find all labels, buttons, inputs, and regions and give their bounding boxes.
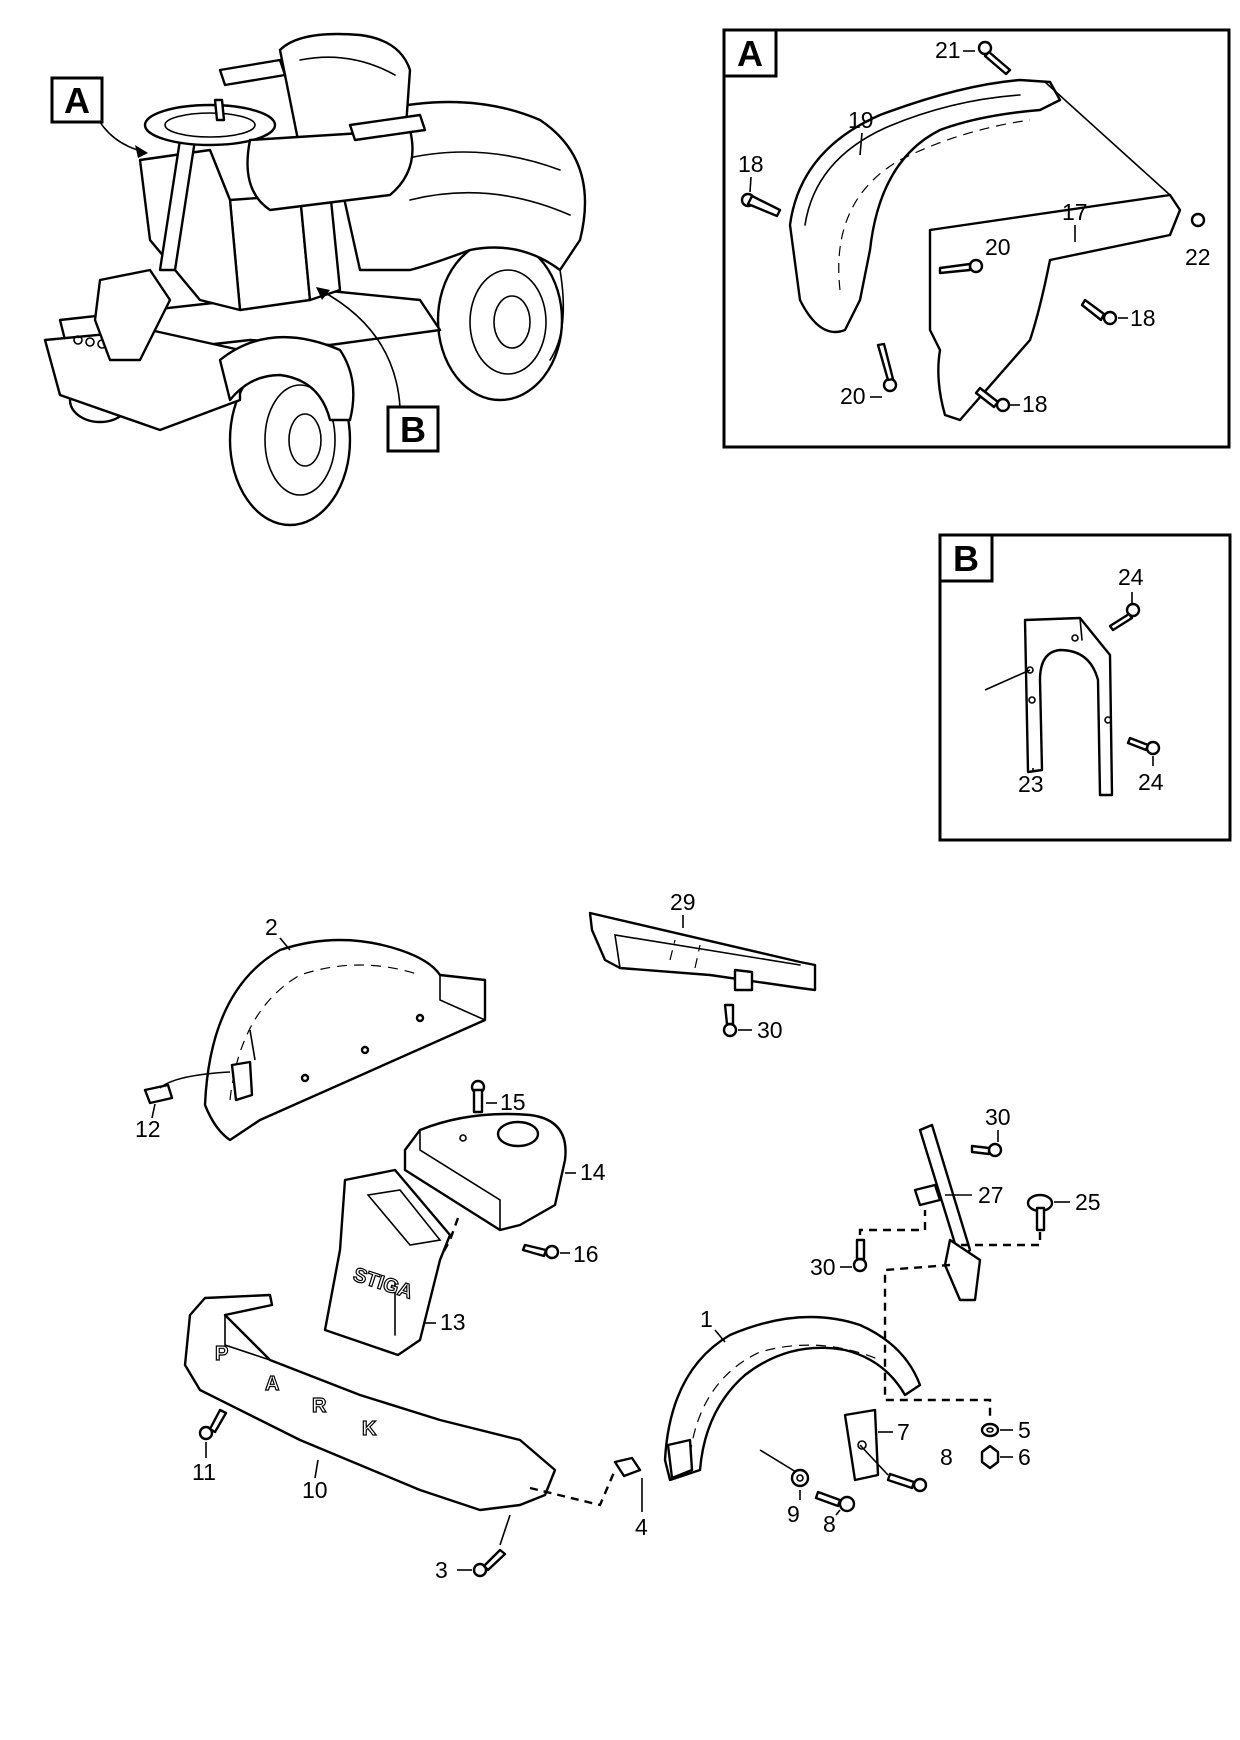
washer-5	[980, 1422, 1000, 1438]
label-12: 12	[135, 1116, 161, 1142]
callout-b-overview: B	[316, 287, 440, 453]
bumper-letter-p: P	[215, 1343, 228, 1365]
screw-30-b	[970, 1142, 1003, 1158]
part-12-shape	[143, 1083, 174, 1105]
label-18-mid: 18	[1130, 305, 1156, 331]
detail-b-title: B	[953, 538, 979, 579]
bumper-letter-a: A	[265, 1373, 279, 1395]
nut-22	[1190, 212, 1206, 228]
label-24-bottom: 24	[1138, 769, 1164, 795]
label-21: 21	[935, 37, 961, 63]
screw-16	[521, 1243, 560, 1260]
label-20-top: 20	[985, 234, 1011, 260]
part-2-shape	[203, 938, 487, 1142]
label-30-a: 30	[757, 1017, 783, 1043]
bumper-letter-k: K	[362, 1418, 377, 1440]
label-10: 10	[302, 1477, 328, 1503]
bolt-25	[1026, 1193, 1054, 1232]
callout-a-overview: A	[50, 76, 148, 158]
label-7: 7	[897, 1419, 910, 1445]
detail-b-panel: B 24 24 23	[938, 533, 1232, 842]
part-29-shape	[588, 911, 817, 992]
callout-a-text: A	[64, 80, 90, 121]
label-27: 27	[978, 1182, 1004, 1208]
part-23-shape	[1023, 616, 1114, 797]
callout-b-text: B	[400, 409, 426, 450]
screw-18-bottom	[974, 386, 1011, 413]
label-29: 29	[670, 889, 696, 915]
label-13: 13	[440, 1309, 466, 1335]
screw-30-a	[722, 1003, 738, 1038]
label-24-top: 24	[1118, 564, 1144, 590]
main-exploded-view: STIGA P A R K	[135, 889, 1101, 1583]
screw-20-bottom	[876, 342, 898, 393]
washer-9	[790, 1468, 810, 1488]
screw-18-top	[740, 192, 782, 218]
screw-8-right	[886, 1472, 928, 1493]
label-18-bottom: 18	[1022, 391, 1048, 417]
nut-6	[980, 1444, 1000, 1470]
screw-21	[977, 40, 1012, 76]
label-16: 16	[573, 1241, 599, 1267]
screw-11	[198, 1408, 228, 1441]
screw-20-top	[938, 258, 984, 275]
label-30-b: 30	[985, 1104, 1011, 1130]
part-1-shape	[663, 1315, 922, 1482]
screw-18-mid	[1080, 298, 1118, 326]
label-14: 14	[580, 1159, 606, 1185]
label-6: 6	[1018, 1444, 1031, 1470]
detail-a-panel: A	[722, 28, 1231, 449]
screw-3	[472, 1548, 507, 1578]
label-20-bottom: 20	[840, 383, 866, 409]
part-4-shape	[613, 1456, 642, 1478]
label-3: 3	[435, 1557, 448, 1583]
label-8-right: 8	[940, 1444, 953, 1470]
part-17-shape	[928, 193, 1182, 422]
screw-8-bottom	[814, 1490, 856, 1513]
label-17: 17	[1062, 199, 1088, 225]
screw-24-top	[1108, 602, 1141, 632]
mower-overview	[43, 32, 587, 527]
detail-a-title: A	[737, 33, 763, 74]
label-5: 5	[1018, 1417, 1031, 1443]
part-13-shape	[323, 1168, 452, 1357]
label-30-c: 30	[810, 1254, 836, 1280]
label-8-bottom: 8	[823, 1511, 836, 1537]
screw-30-c	[852, 1238, 868, 1273]
screw-24-bottom	[1126, 736, 1161, 756]
part-7-shape	[843, 1408, 880, 1482]
label-22: 22	[1185, 244, 1211, 270]
part-10-shape	[183, 1293, 557, 1512]
screw-15	[470, 1079, 486, 1114]
bumper-letter-r: R	[312, 1395, 327, 1417]
label-15: 15	[500, 1089, 526, 1115]
label-1: 1	[700, 1306, 713, 1332]
label-18-top: 18	[738, 151, 764, 177]
label-25: 25	[1075, 1189, 1101, 1215]
label-4: 4	[635, 1514, 648, 1540]
label-19: 19	[848, 107, 874, 133]
label-11: 11	[192, 1459, 216, 1485]
label-2: 2	[265, 914, 278, 940]
label-23: 23	[1018, 771, 1044, 797]
label-9: 9	[787, 1501, 800, 1527]
part-27-shape	[918, 1123, 972, 1262]
